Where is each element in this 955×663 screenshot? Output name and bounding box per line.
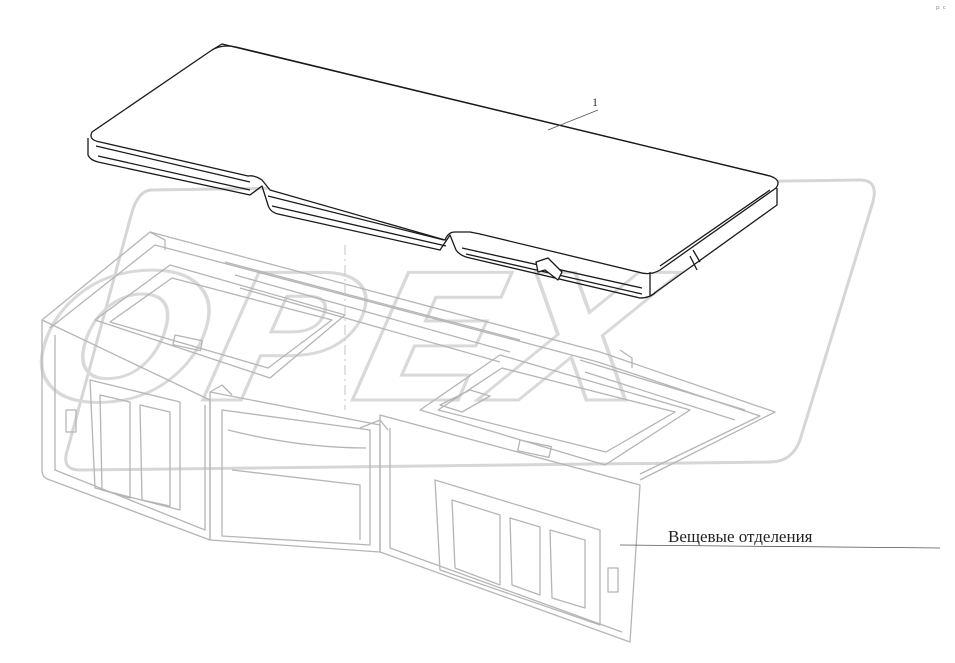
front-panel-right: [379, 414, 641, 643]
watermark-frame: [64, 178, 876, 472]
corner-mark: ᵖ ᶜ: [936, 5, 946, 15]
front-panel-left: [41, 319, 211, 541]
watermark-logo: OPEX: [15, 106, 876, 472]
callout-1: 1: [547, 95, 599, 131]
right-tray: [419, 354, 691, 466]
right-door: [434, 479, 601, 626]
cushion-part: [87, 43, 779, 299]
compartments-label: Вещевые отделения: [668, 527, 813, 546]
middle-drawer: [221, 409, 371, 546]
left-door: [89, 379, 181, 511]
cushion-tab: [535, 257, 563, 281]
cushion-front-side: [87, 138, 778, 299]
callout-number: 1: [592, 95, 598, 109]
storage-compartments-assembly: [41, 231, 776, 643]
compartments-callout: Вещевые отделения: [619, 527, 941, 549]
watermark-text: OPEX: [16, 238, 688, 442]
